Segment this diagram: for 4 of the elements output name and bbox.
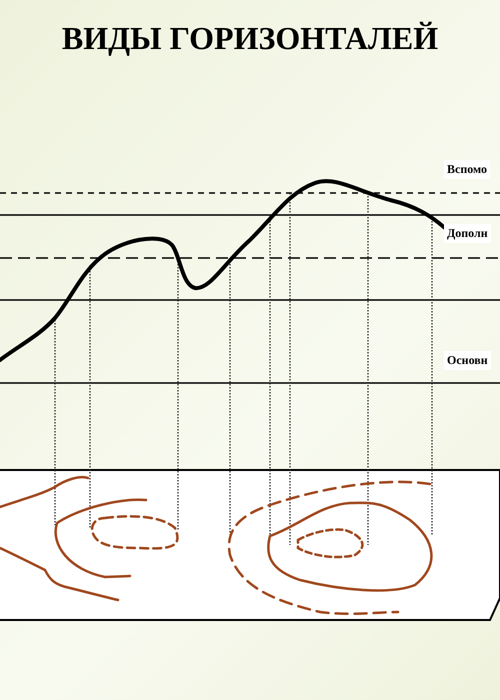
title: ВИДЫ ГОРИЗОНТАЛЕЙ — [60, 20, 440, 57]
level-label: Дополн — [444, 224, 491, 243]
level-label: Вспомо — [444, 160, 490, 179]
level-label: Основн — [444, 351, 491, 370]
